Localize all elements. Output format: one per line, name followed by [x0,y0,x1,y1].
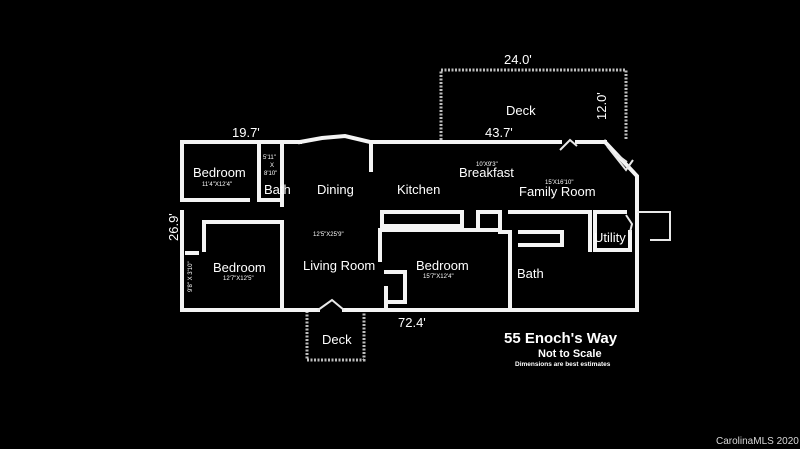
scale-note: Not to Scale [538,348,602,360]
family-room-label: Family Room [519,184,596,199]
bath-2-label: Bath [517,266,544,281]
living-room-size: 12'5"X25'9" [313,232,344,238]
deck-top-depth-label: 12.0' [594,92,609,120]
deck-bottom-outline [305,311,366,362]
breakfast-size: 10'X9'3" [476,162,498,168]
deck-top-width-label: 24.0' [504,52,532,67]
deck-top-outline [439,68,628,140]
dimensions-disclaimer: Dimensions are best estimates [515,361,611,368]
deck-top-label: Deck [506,103,536,118]
closet-size: 9'8" X 3'10" [188,261,194,292]
credit-text: CarolinaMLS 2020 [716,436,799,447]
bath-1-size-c: 8'10" [264,171,277,177]
bedroom-3-label: Bedroom [416,258,469,273]
bath-1-label: Bath [264,182,291,197]
right-top-width-label: 43.7' [485,125,513,140]
bedroom-2-label: Bedroom [213,260,266,275]
bath-1-size-a: 5'11" [263,155,276,161]
living-room-label: Living Room [303,258,375,273]
bedroom-1-label: Bedroom [193,165,246,180]
left-top-width-label: 19.7' [232,125,260,140]
dining-label: Dining [317,182,354,197]
bedroom-1-size: 11'4"X12'4" [202,182,232,188]
deck-bottom-label: Deck [322,332,352,347]
bedroom-3-size: 15'7"X12'4" [423,274,454,280]
house-length-label: 72.4' [398,315,426,330]
interior-walls [180,143,671,312]
exterior-walls [180,133,639,312]
house-depth-label: 26.9' [166,213,181,241]
kitchen-label: Kitchen [397,182,440,197]
bedroom-2-size: 12'7"X12'5" [223,276,254,282]
door-swings [317,138,634,311]
bath-1-size-b: X [270,163,274,169]
breakfast-label: Breakfast [459,165,514,180]
address-title: 55 Enoch's Way [504,330,618,347]
utility-label: Utility [594,230,626,245]
family-room-size: 15'X16'10" [545,180,573,186]
